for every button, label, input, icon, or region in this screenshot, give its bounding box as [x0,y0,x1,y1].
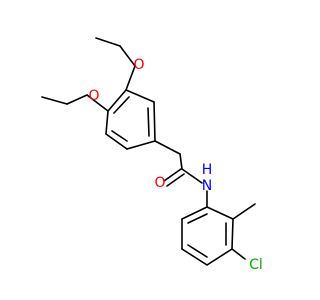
bond-ch2-carbonyl [179,153,183,170]
amide-nitrogen-label: N [202,178,212,194]
bond-upper-o-ring [125,65,136,91]
bond-upper-ethyl-ch2-o [119,45,136,67]
bond-upper-ethyl-ch3-ch2 [95,37,121,47]
bond-ring2-c1-c2 [206,206,234,220]
bond-ring1-c5-c6 [105,110,109,135]
bond-ring1-c6-c1 [107,89,127,112]
bond-ring2-c6-c1-inner [187,213,208,224]
bond-carbonyl-o-1 [163,168,182,182]
bond-ring2-c2-c3 [231,218,234,250]
carbonyl-oxygen-label: O [154,175,165,191]
bond-ring2-c4-c5 [181,248,208,266]
ether-oxygen-upper-label: O [133,57,144,73]
bond-ring1-c6-c1-inner [113,96,130,114]
bond-ring1-c2-c3 [153,101,156,142]
bond-lower-o-ring [86,94,109,112]
bond-ring1-c1-c2 [125,89,155,103]
bond-ring1-c3-c4 [126,140,156,150]
bond-carbonyl-o-2 [166,173,185,187]
bond-ring1-c4-c5 [105,133,128,150]
bond-ring1-c3-c3-inner [147,107,150,137]
bond-ring-ch2 [154,140,181,155]
amide-hydrogen-label: H [202,162,213,178]
bond-ring2-c4-c5-inner [187,244,208,258]
bond-carbonyl-n [181,168,203,184]
molecule-structure: O O O N H Cl [0,0,300,300]
ether-oxygen-lower-label: O [88,88,99,104]
bond-methyl [232,203,256,220]
bond-ring2-c6-c1 [181,206,208,220]
bond-lower-ethyl-ch2-o [66,94,88,105]
chlorine-label: Cl [249,257,263,273]
bond-ring2-cl [231,248,246,260]
bond-ring2-c3-c4 [206,248,233,266]
bond-lower-ethyl-ch3-ch2 [41,96,68,105]
background [0,0,300,300]
bond-ring1-c4-c5-inner [111,130,128,142]
